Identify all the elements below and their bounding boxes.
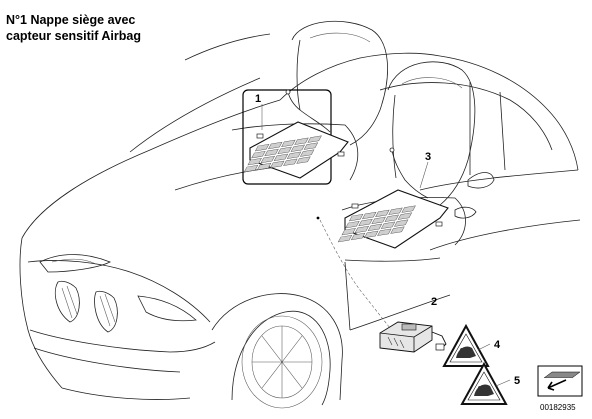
title-line-2: capteur sensitif Airbag <box>6 29 141 43</box>
callout-4: 4 <box>494 339 501 351</box>
arrow-icon <box>537 365 583 397</box>
warning-label-5 <box>460 361 508 405</box>
leader-line-control-unit <box>319 219 391 329</box>
seat-sensor-mat-right <box>337 147 449 249</box>
callout-5: 5 <box>514 375 520 387</box>
callout-leaders <box>261 104 511 387</box>
document-number: 00182935 <box>540 403 576 412</box>
seat-sensor-mat-left <box>243 89 349 179</box>
diagram-title: N°1 Nappe siège avec capteur sensitif Ai… <box>6 12 141 44</box>
callout-3: 3 <box>425 151 431 163</box>
control-unit <box>379 321 447 353</box>
location-dot <box>316 216 320 220</box>
car-outline <box>19 33 581 409</box>
warning-label-4 <box>442 323 490 367</box>
callout-1: 1 <box>255 93 261 105</box>
title-line-1: N°1 Nappe siège avec <box>6 13 136 27</box>
left-seat <box>231 20 388 181</box>
callout-2: 2 <box>431 296 437 308</box>
right-seat <box>341 61 477 246</box>
